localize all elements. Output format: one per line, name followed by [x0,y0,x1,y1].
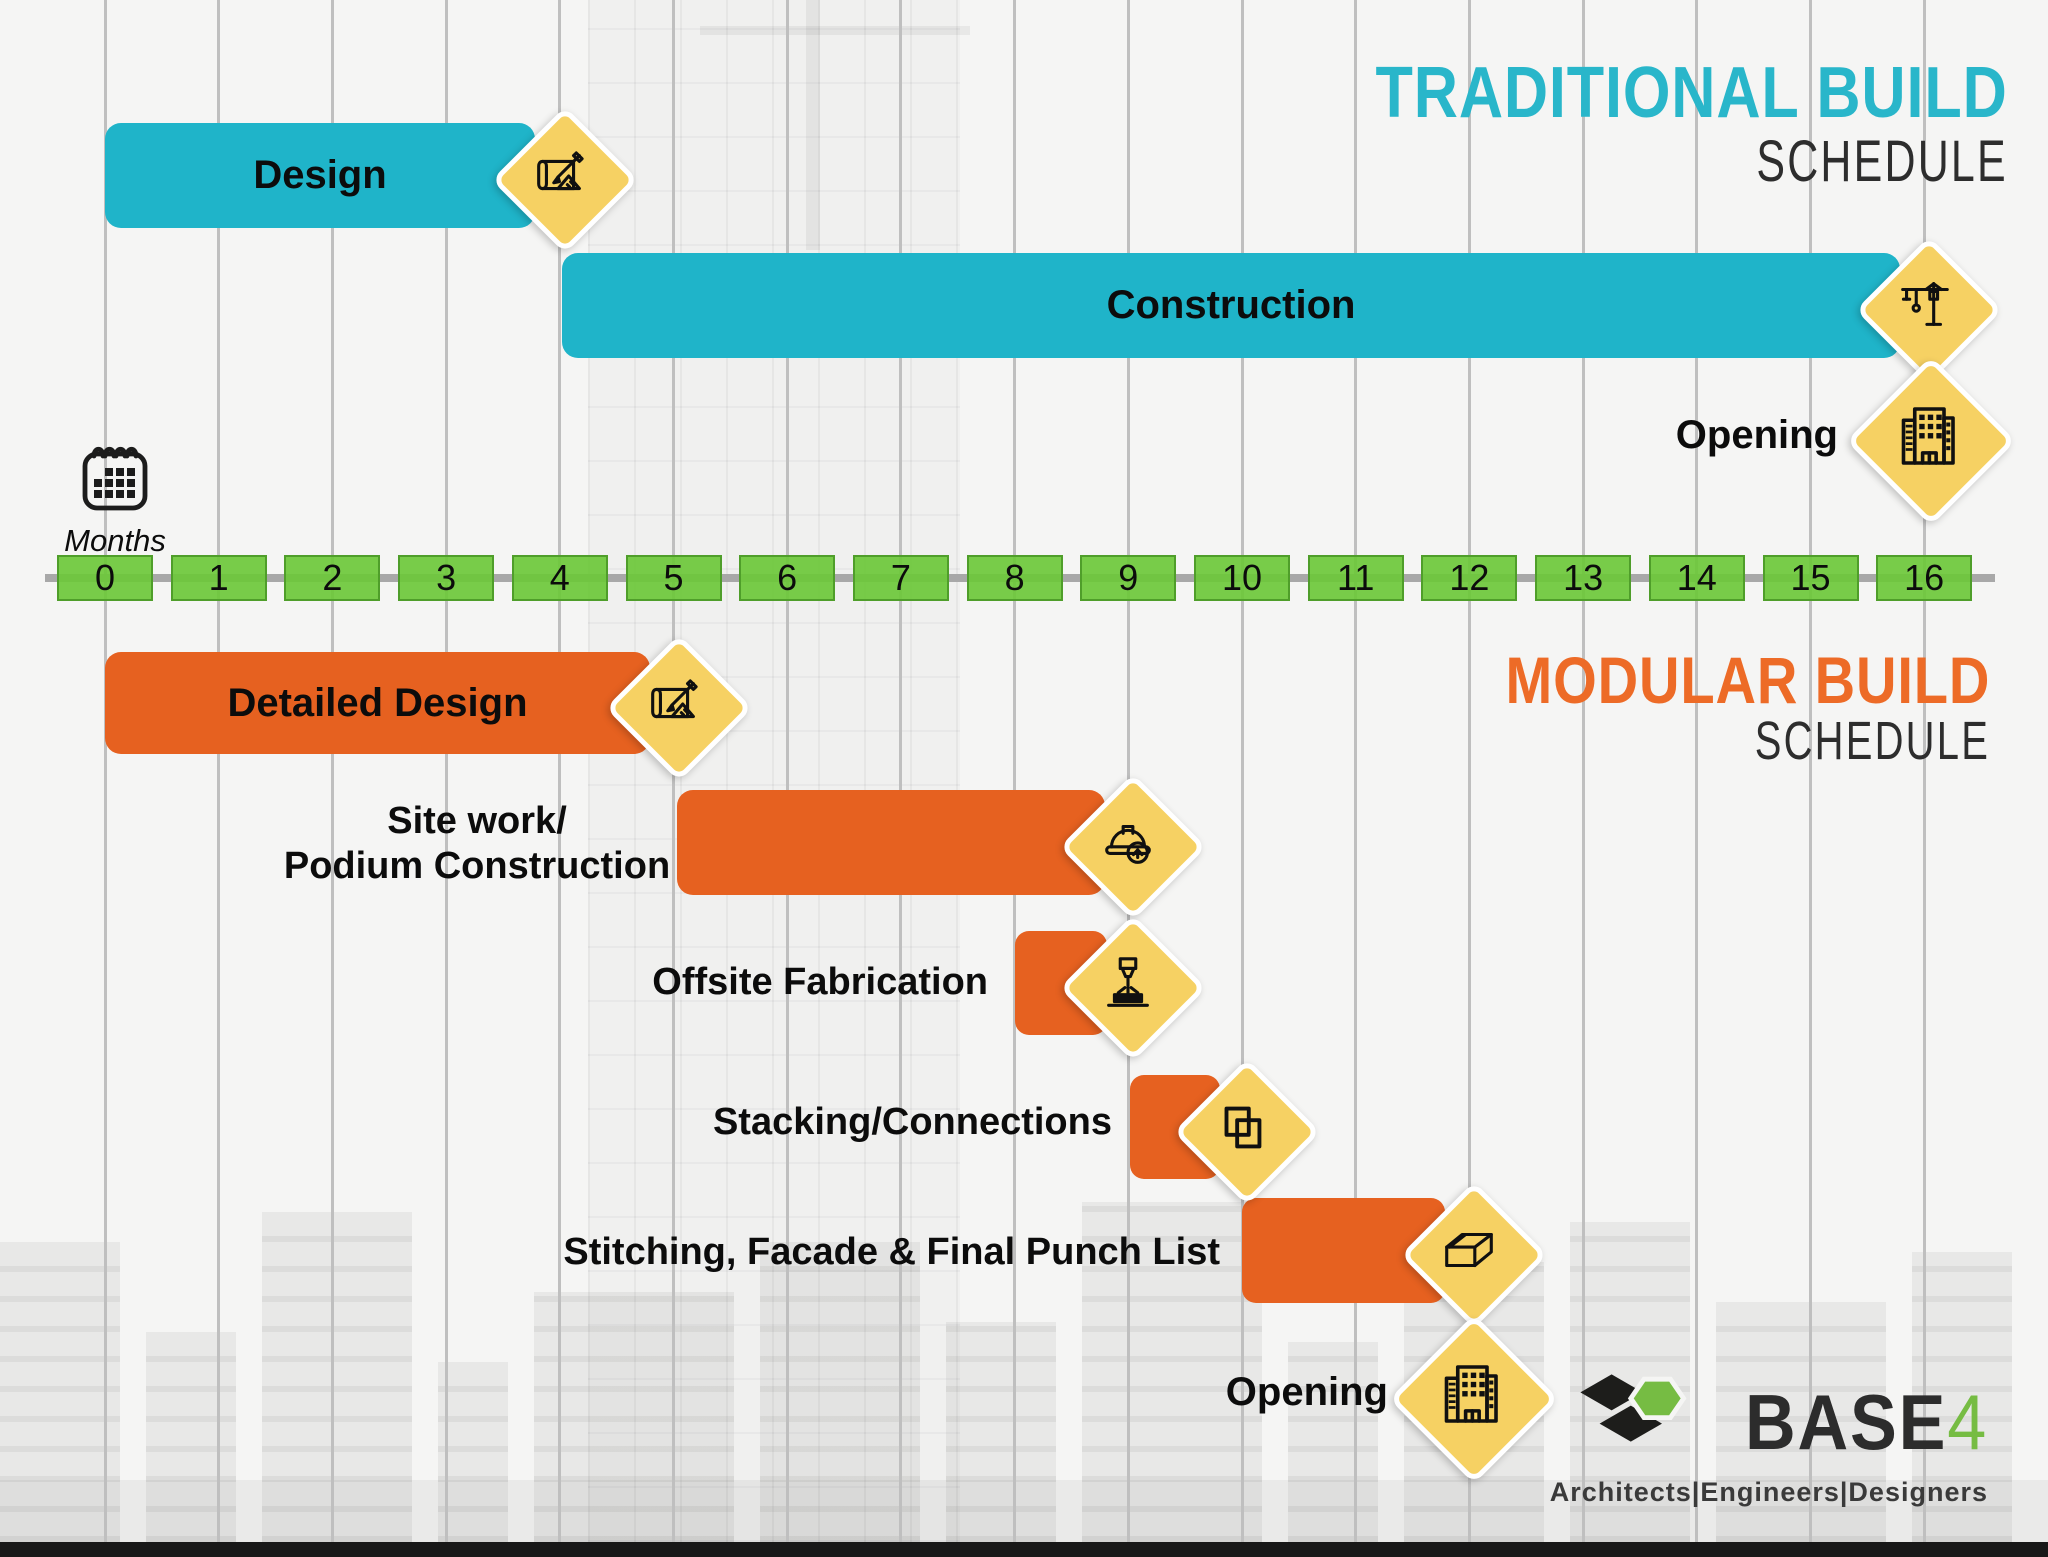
modular-schedule-subtitle: SCHEDULE [1754,711,1990,771]
month-gridline [1695,0,1699,1542]
month-gridline [1354,0,1358,1542]
sitework-bar [677,790,1105,895]
building-icon [1890,400,1962,472]
month-box-14: 14 [1648,555,1745,601]
hardhat-icon [1097,811,1159,873]
stitching-facade-label: Stitching, Facade & Final Punch List [563,1231,1220,1273]
month-box-12: 12 [1421,555,1518,601]
month-gridline [330,0,334,1542]
background-street-image [0,1480,2048,1542]
detailed-design-bar-label: Detailed Design [227,680,528,725]
background-building-shape [1288,1342,1378,1542]
month-gridline [1240,0,1244,1542]
month-box-6: 6 [739,555,836,601]
month-gridline [1581,0,1585,1542]
construction-bar: Construction [562,253,1900,358]
month-box-16: 16 [1876,555,1973,601]
month-box-11: 11 [1307,555,1404,601]
month-box-7: 7 [852,555,949,601]
month-gridline [785,0,789,1542]
background-building-shape [534,1292,734,1542]
month-box-15: 15 [1762,555,1859,601]
month-gridline [1922,0,1926,1542]
logo-brand-accent: 4 [1947,1378,1988,1466]
month-gridline [899,0,903,1542]
blueprint-pencil-icon [643,672,705,734]
month-box-2: 2 [284,555,381,601]
background-crane-arm-image [700,26,970,35]
month-gridline [1126,0,1130,1542]
month-gridline [1013,0,1017,1542]
design-bar: Design [105,123,535,228]
month-gridline [1467,0,1471,1542]
month-gridline [1809,0,1812,1542]
month-gridline [444,0,448,1542]
background-building-shape [262,1212,412,1542]
background-building-shape [146,1332,236,1542]
month-gridline [558,0,562,1542]
calendar-icon [78,446,152,520]
design-bar-label: Design [253,153,387,197]
background-building-shape [1716,1302,1886,1542]
months-axis-legend: Months [60,440,170,559]
sitework-label-line1: Site work/ [387,800,567,842]
background-crane-image [806,0,820,250]
modular-opening-label: Opening [1225,1370,1388,1414]
offsite-fabrication-label: Offsite Fabrication [652,961,988,1003]
months-axis-label: Months [64,523,166,558]
background-building-shape [946,1322,1056,1542]
traditional-opening-label: Opening [1675,413,1838,457]
traditional-build-title: TRADITIONAL BUILD [1375,53,2008,133]
background-building-shape [1082,1202,1262,1542]
base4-logo-mark-icon [1572,1372,1704,1473]
background-city-image [0,1185,2048,1542]
laser-cutter-icon [1097,952,1159,1014]
sitework-label: Site work/ Podium Construction [277,799,677,889]
traditional-schedule-subtitle: SCHEDULE [1756,129,2008,194]
beam-module-icon [1438,1219,1500,1281]
month-box-0: 0 [57,555,153,601]
month-box-1: 1 [170,555,267,601]
logo-tagline: Architects|Engineers|Designers [1549,1477,1988,1507]
month-box-13: 13 [1535,555,1632,601]
base4-logo-text: BASE4 [1745,1377,1988,1468]
logo-brand-text: BASE [1744,1378,1948,1466]
month-box-3: 3 [398,555,495,601]
month-gridline [217,0,221,1542]
month-gridline [103,0,107,1542]
base4-logo: BASE4 Architects|Engineers|Designers [1550,1372,1988,1508]
month-box-5: 5 [625,555,722,601]
stacking-connections-label: Stacking/Connections [712,1101,1112,1143]
month-box-9: 9 [1080,555,1177,601]
month-box-8: 8 [966,555,1063,601]
construction-bar-label: Construction [1106,283,1356,327]
blueprint-pencil-icon [529,144,591,206]
month-box-4: 4 [511,555,608,601]
tower-crane-icon [1893,274,1955,336]
sitework-label-line2: Podium Construction [283,845,671,887]
detailed-design-bar: Detailed Design [105,652,650,754]
modular-build-title: MODULAR BUILD [1505,643,1990,717]
background-building-shape [0,1242,120,1542]
background-building-shape [438,1362,508,1542]
stacked-modules-icon [1211,1096,1273,1158]
month-box-10: 10 [1194,555,1290,601]
building-icon [1433,1358,1505,1430]
bottom-border-strip [0,1542,2048,1557]
background-building-shape [1912,1252,2012,1542]
